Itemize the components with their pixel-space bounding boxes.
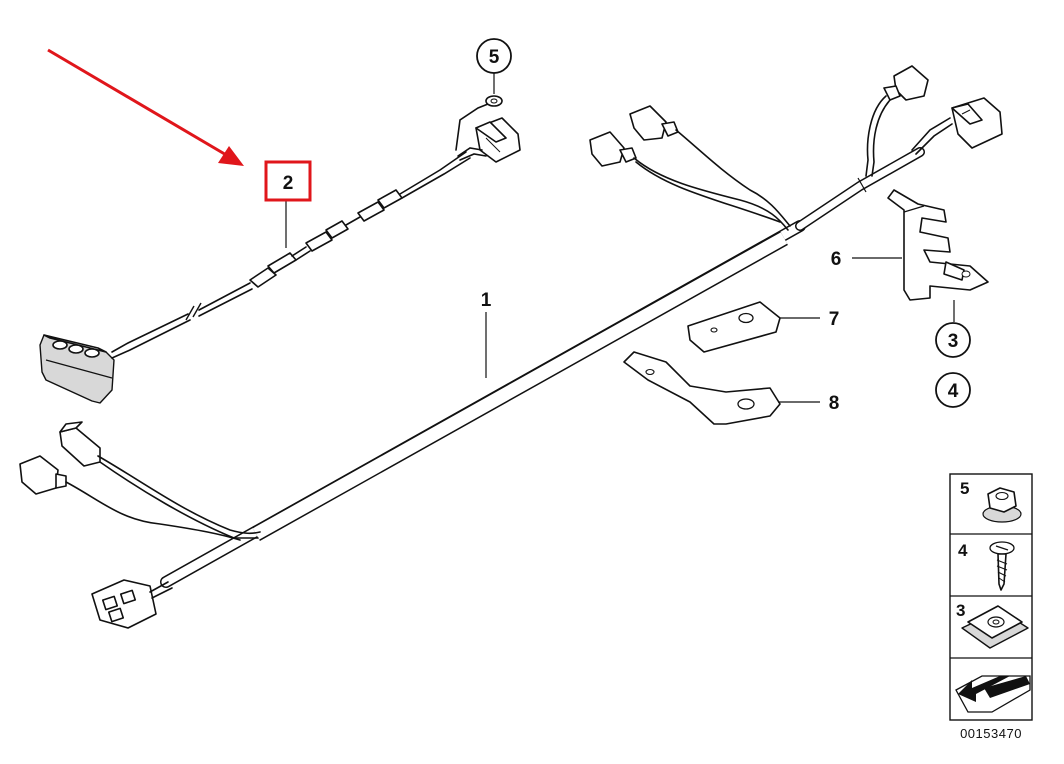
inline-fuse-holder — [249, 189, 403, 288]
hex-nut-icon — [982, 487, 1022, 523]
callout-7: 7 — [829, 309, 840, 330]
arrow-plate-icon — [955, 675, 1031, 713]
callout-2-highlighted: 2 — [264, 160, 312, 202]
end-square-connector — [91, 579, 157, 629]
callout-6: 6 — [831, 249, 842, 270]
callout-5-circle: 5 — [476, 38, 512, 94]
mounting-plate — [687, 301, 820, 353]
svg-text:4: 4 — [948, 381, 959, 402]
main-harness — [19, 65, 1003, 629]
mounting-bracket — [623, 351, 820, 425]
legend-row-4: 4 — [958, 541, 1015, 591]
svg-text:3: 3 — [956, 601, 965, 620]
svg-text:4: 4 — [958, 541, 968, 560]
sensor-connector-c — [883, 65, 929, 101]
svg-text:1: 1 — [481, 290, 492, 311]
bottom-sensor-plug — [59, 421, 101, 467]
callout-1: 1 — [481, 290, 492, 311]
callout-4-circle: 4 — [935, 372, 971, 408]
diagram-code: 00153470 — [960, 726, 1022, 741]
screw-icon — [989, 541, 1015, 591]
callout-3-circle: 3 — [935, 322, 971, 358]
sensor-connector-a — [589, 131, 637, 167]
legend-row-5: 5 — [960, 479, 1022, 523]
callout-8: 8 — [829, 393, 840, 414]
svg-text:8: 8 — [829, 393, 840, 414]
fastener-legend: 5 4 3 — [949, 473, 1033, 721]
red-pointer-arrow — [47, 48, 244, 166]
multi-pin-connector — [39, 334, 115, 404]
four-pin-plug — [951, 97, 1003, 149]
harness-holder-clip — [852, 189, 989, 322]
svg-text:6: 6 — [831, 249, 842, 270]
svg-text:2: 2 — [283, 173, 294, 194]
branch-harness — [39, 95, 521, 404]
ring-lug-terminal — [485, 95, 503, 107]
bottom-round-connector — [19, 455, 67, 495]
clip-nut-icon — [961, 605, 1029, 649]
svg-text:5: 5 — [960, 479, 969, 498]
small-plug-connector — [475, 117, 521, 163]
sensor-connector-b — [629, 105, 679, 141]
legend-row-3: 3 — [956, 601, 1029, 649]
svg-text:3: 3 — [948, 331, 959, 352]
svg-text:7: 7 — [829, 309, 840, 330]
svg-text:5: 5 — [489, 47, 500, 68]
